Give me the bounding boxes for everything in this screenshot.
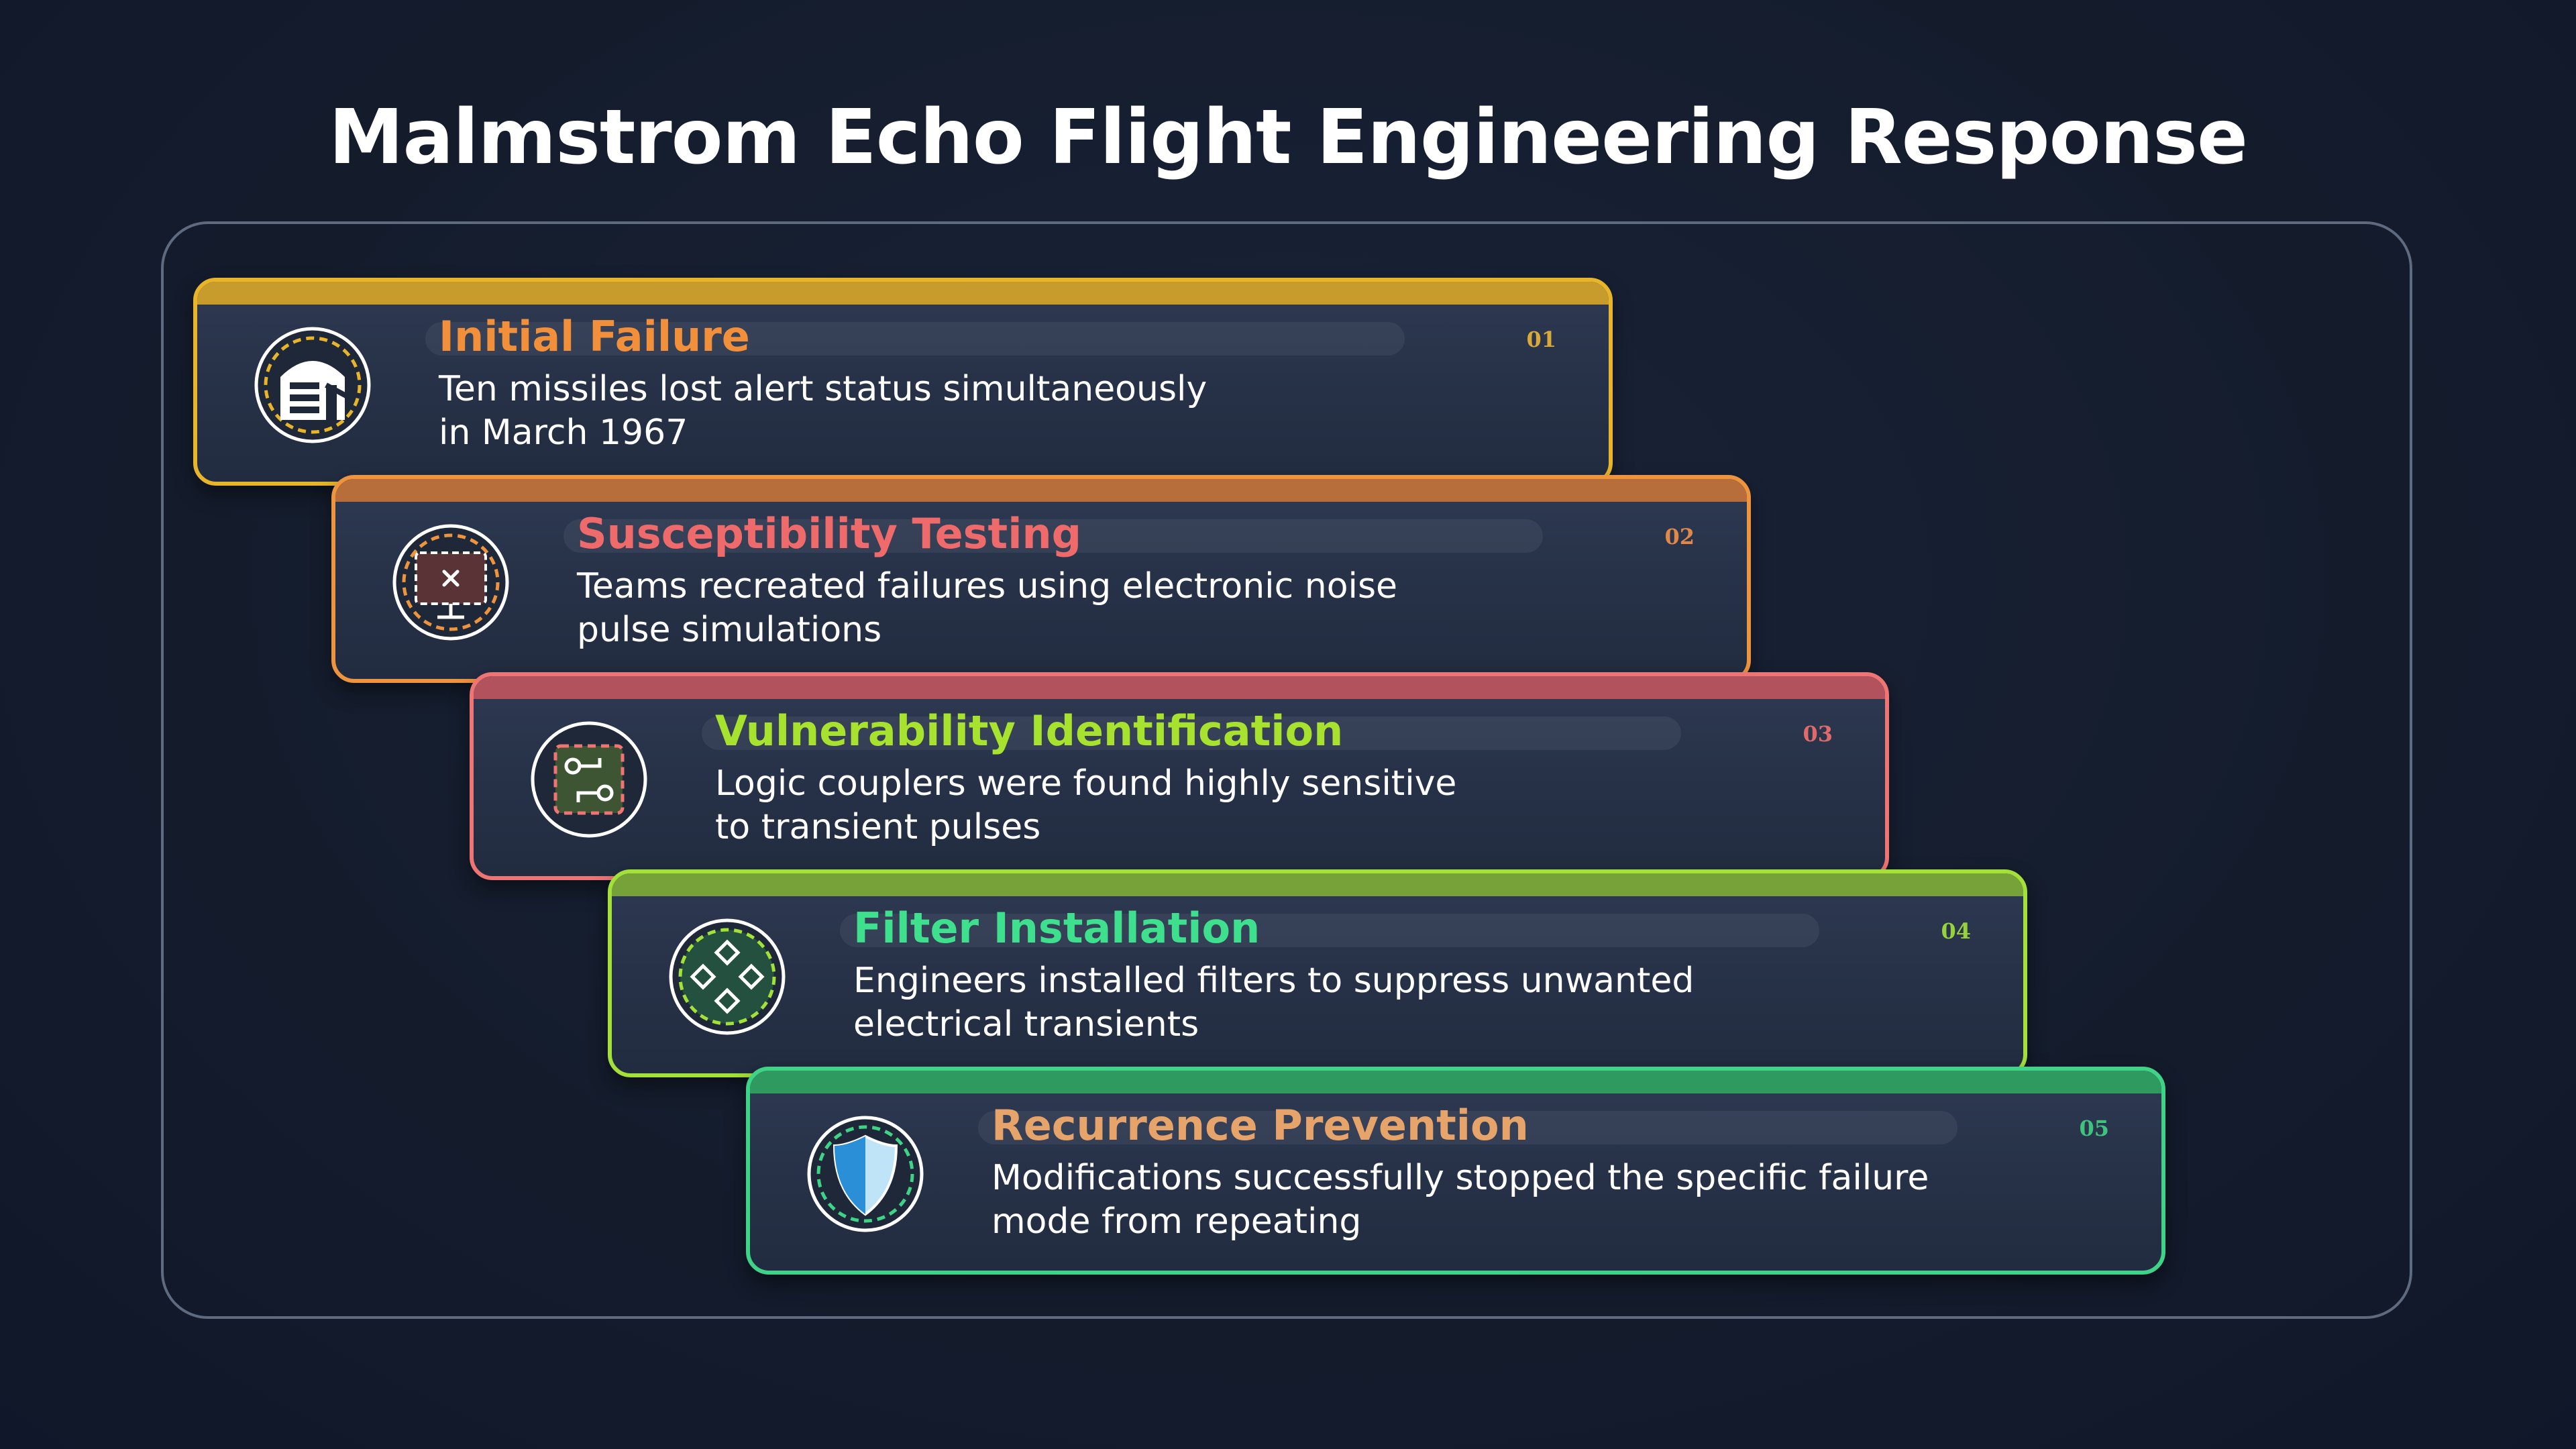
step-description-line: in March 1967 [439, 413, 688, 453]
test-monitor-icon [392, 524, 509, 641]
heading-highlight [425, 322, 1405, 356]
shield-icon [807, 1116, 924, 1232]
step-description-line: to transient pulses [715, 807, 1041, 847]
step-description-line: Logic couplers were found highly sensiti… [715, 763, 1457, 804]
step-cap [335, 479, 1747, 502]
step-cap [197, 282, 1609, 305]
step-cap [750, 1071, 2161, 1093]
step-cap [474, 676, 1885, 699]
step-heading: Filter Installation [853, 904, 1260, 953]
step-number: 01 [1526, 327, 1556, 352]
step-card-susceptibility-testing: Susceptibility Testing Teams recreated f… [331, 475, 1751, 683]
step-description: Logic couplers were found highly sensiti… [715, 762, 1721, 849]
heading-highlight [840, 914, 1819, 947]
page-title: Malmstrom Echo Flight Engineering Respon… [329, 94, 2248, 181]
step-description: Engineers installed filters to suppress … [853, 959, 1860, 1046]
step-heading: Susceptibility Testing [577, 509, 1081, 558]
step-heading: Recurrence Prevention [991, 1101, 1529, 1150]
step-number: 04 [1941, 918, 1971, 944]
diagram-frame [161, 221, 2412, 1319]
step-cap [612, 873, 2023, 896]
circuit-board-icon [531, 721, 647, 838]
heading-highlight [702, 716, 1681, 750]
step-card-filter-installation: Filter Installation Engineers installed … [608, 869, 2027, 1077]
heading-highlight [978, 1111, 1957, 1144]
missile-silo-icon [254, 327, 371, 443]
step-number: 02 [1664, 524, 1695, 549]
step-description-line: Teams recreated failures using electroni… [577, 566, 1398, 606]
step-card-vulnerability-identification: Vulnerability Identification Logic coupl… [470, 672, 1889, 880]
filter-network-icon [669, 918, 786, 1035]
step-number: 03 [1803, 721, 1833, 747]
step-description-line: electrical transients [853, 1004, 1199, 1044]
step-description: Ten missiles lost alert status simultane… [439, 368, 1445, 455]
step-heading: Initial Failure [439, 312, 750, 361]
step-description: Modifications successfully stopped the s… [991, 1157, 1998, 1244]
step-description: Teams recreated failures using electroni… [577, 565, 1583, 652]
step-description-line: mode from repeating [991, 1201, 1362, 1242]
step-card-recurrence-prevention: Recurrence Prevention Modifications succ… [746, 1067, 2165, 1275]
step-description-line: Engineers installed filters to suppress … [853, 961, 1695, 1001]
step-description-line: pulse simulations [577, 610, 882, 650]
step-description-line: Ten missiles lost alert status simultane… [439, 369, 1208, 409]
step-description-line: Modifications successfully stopped the s… [991, 1158, 1929, 1198]
step-number: 05 [2079, 1116, 2109, 1141]
heading-highlight [564, 519, 1543, 553]
step-card-initial-failure: Initial Failure Ten missiles lost alert … [193, 278, 1613, 486]
step-heading: Vulnerability Identification [715, 706, 1344, 755]
